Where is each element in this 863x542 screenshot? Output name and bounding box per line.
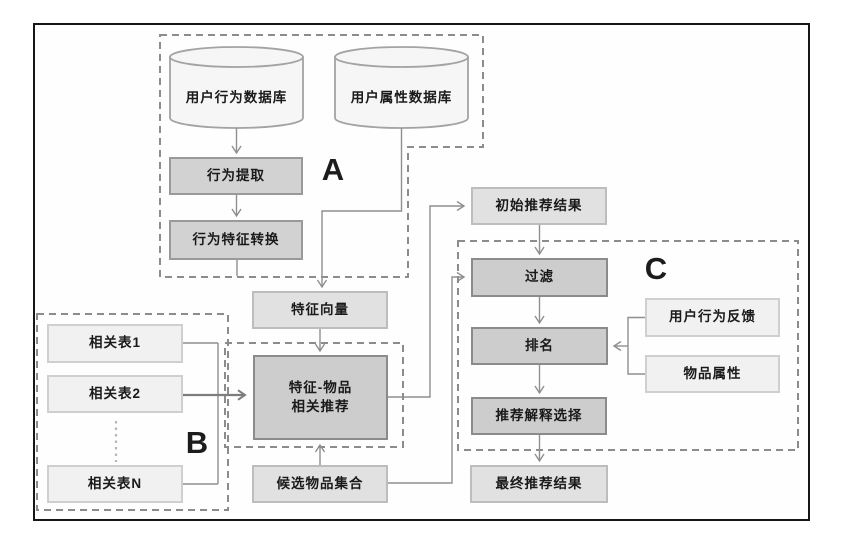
database-cylinder-icon <box>169 46 304 129</box>
node-initial-result: 初始推荐结果 <box>471 187 607 225</box>
dashed-region-b <box>36 313 229 511</box>
node-feature-item-recommend: 特征-物品 相关推荐 <box>253 355 388 440</box>
node-ranking: 排名 <box>471 327 608 365</box>
node-filter: 过滤 <box>471 258 608 297</box>
node-behavior-extract: 行为提取 <box>169 157 303 195</box>
node-item-attribute: 物品属性 <box>645 355 780 393</box>
section-a-label: A <box>321 152 345 187</box>
database-user-attribute: 用户属性数据库 <box>350 90 453 105</box>
node-user-behavior-feedback: 用户行为反馈 <box>645 298 780 337</box>
connectors <box>183 128 645 485</box>
database-user-behavior: 用户行为数据库 <box>185 90 288 105</box>
node-final-result: 最终推荐结果 <box>470 465 608 503</box>
dashed-region-c <box>457 240 799 451</box>
node-feature-vector: 特征向量 <box>252 291 388 329</box>
node-related-table-2: 相关表2 <box>47 375 183 413</box>
database-cylinder-icon <box>334 46 469 129</box>
dashed-region-a <box>159 34 484 278</box>
section-b-label: B <box>185 425 209 460</box>
dashed-region-feature-item <box>224 342 404 448</box>
section-c-label: C <box>644 251 668 286</box>
node-behavior-feature-transform: 行为特征转换 <box>169 220 303 260</box>
node-candidate-item-set: 候选物品集合 <box>252 465 388 503</box>
node-feature-item-line2: 相关推荐 <box>291 398 350 414</box>
node-related-table-n: 相关表N <box>47 465 183 503</box>
node-feature-item-line1: 特征-物品 <box>288 380 353 396</box>
node-related-table-1: 相关表1 <box>47 324 183 363</box>
node-explanation-select: 推荐解释选择 <box>471 397 607 435</box>
